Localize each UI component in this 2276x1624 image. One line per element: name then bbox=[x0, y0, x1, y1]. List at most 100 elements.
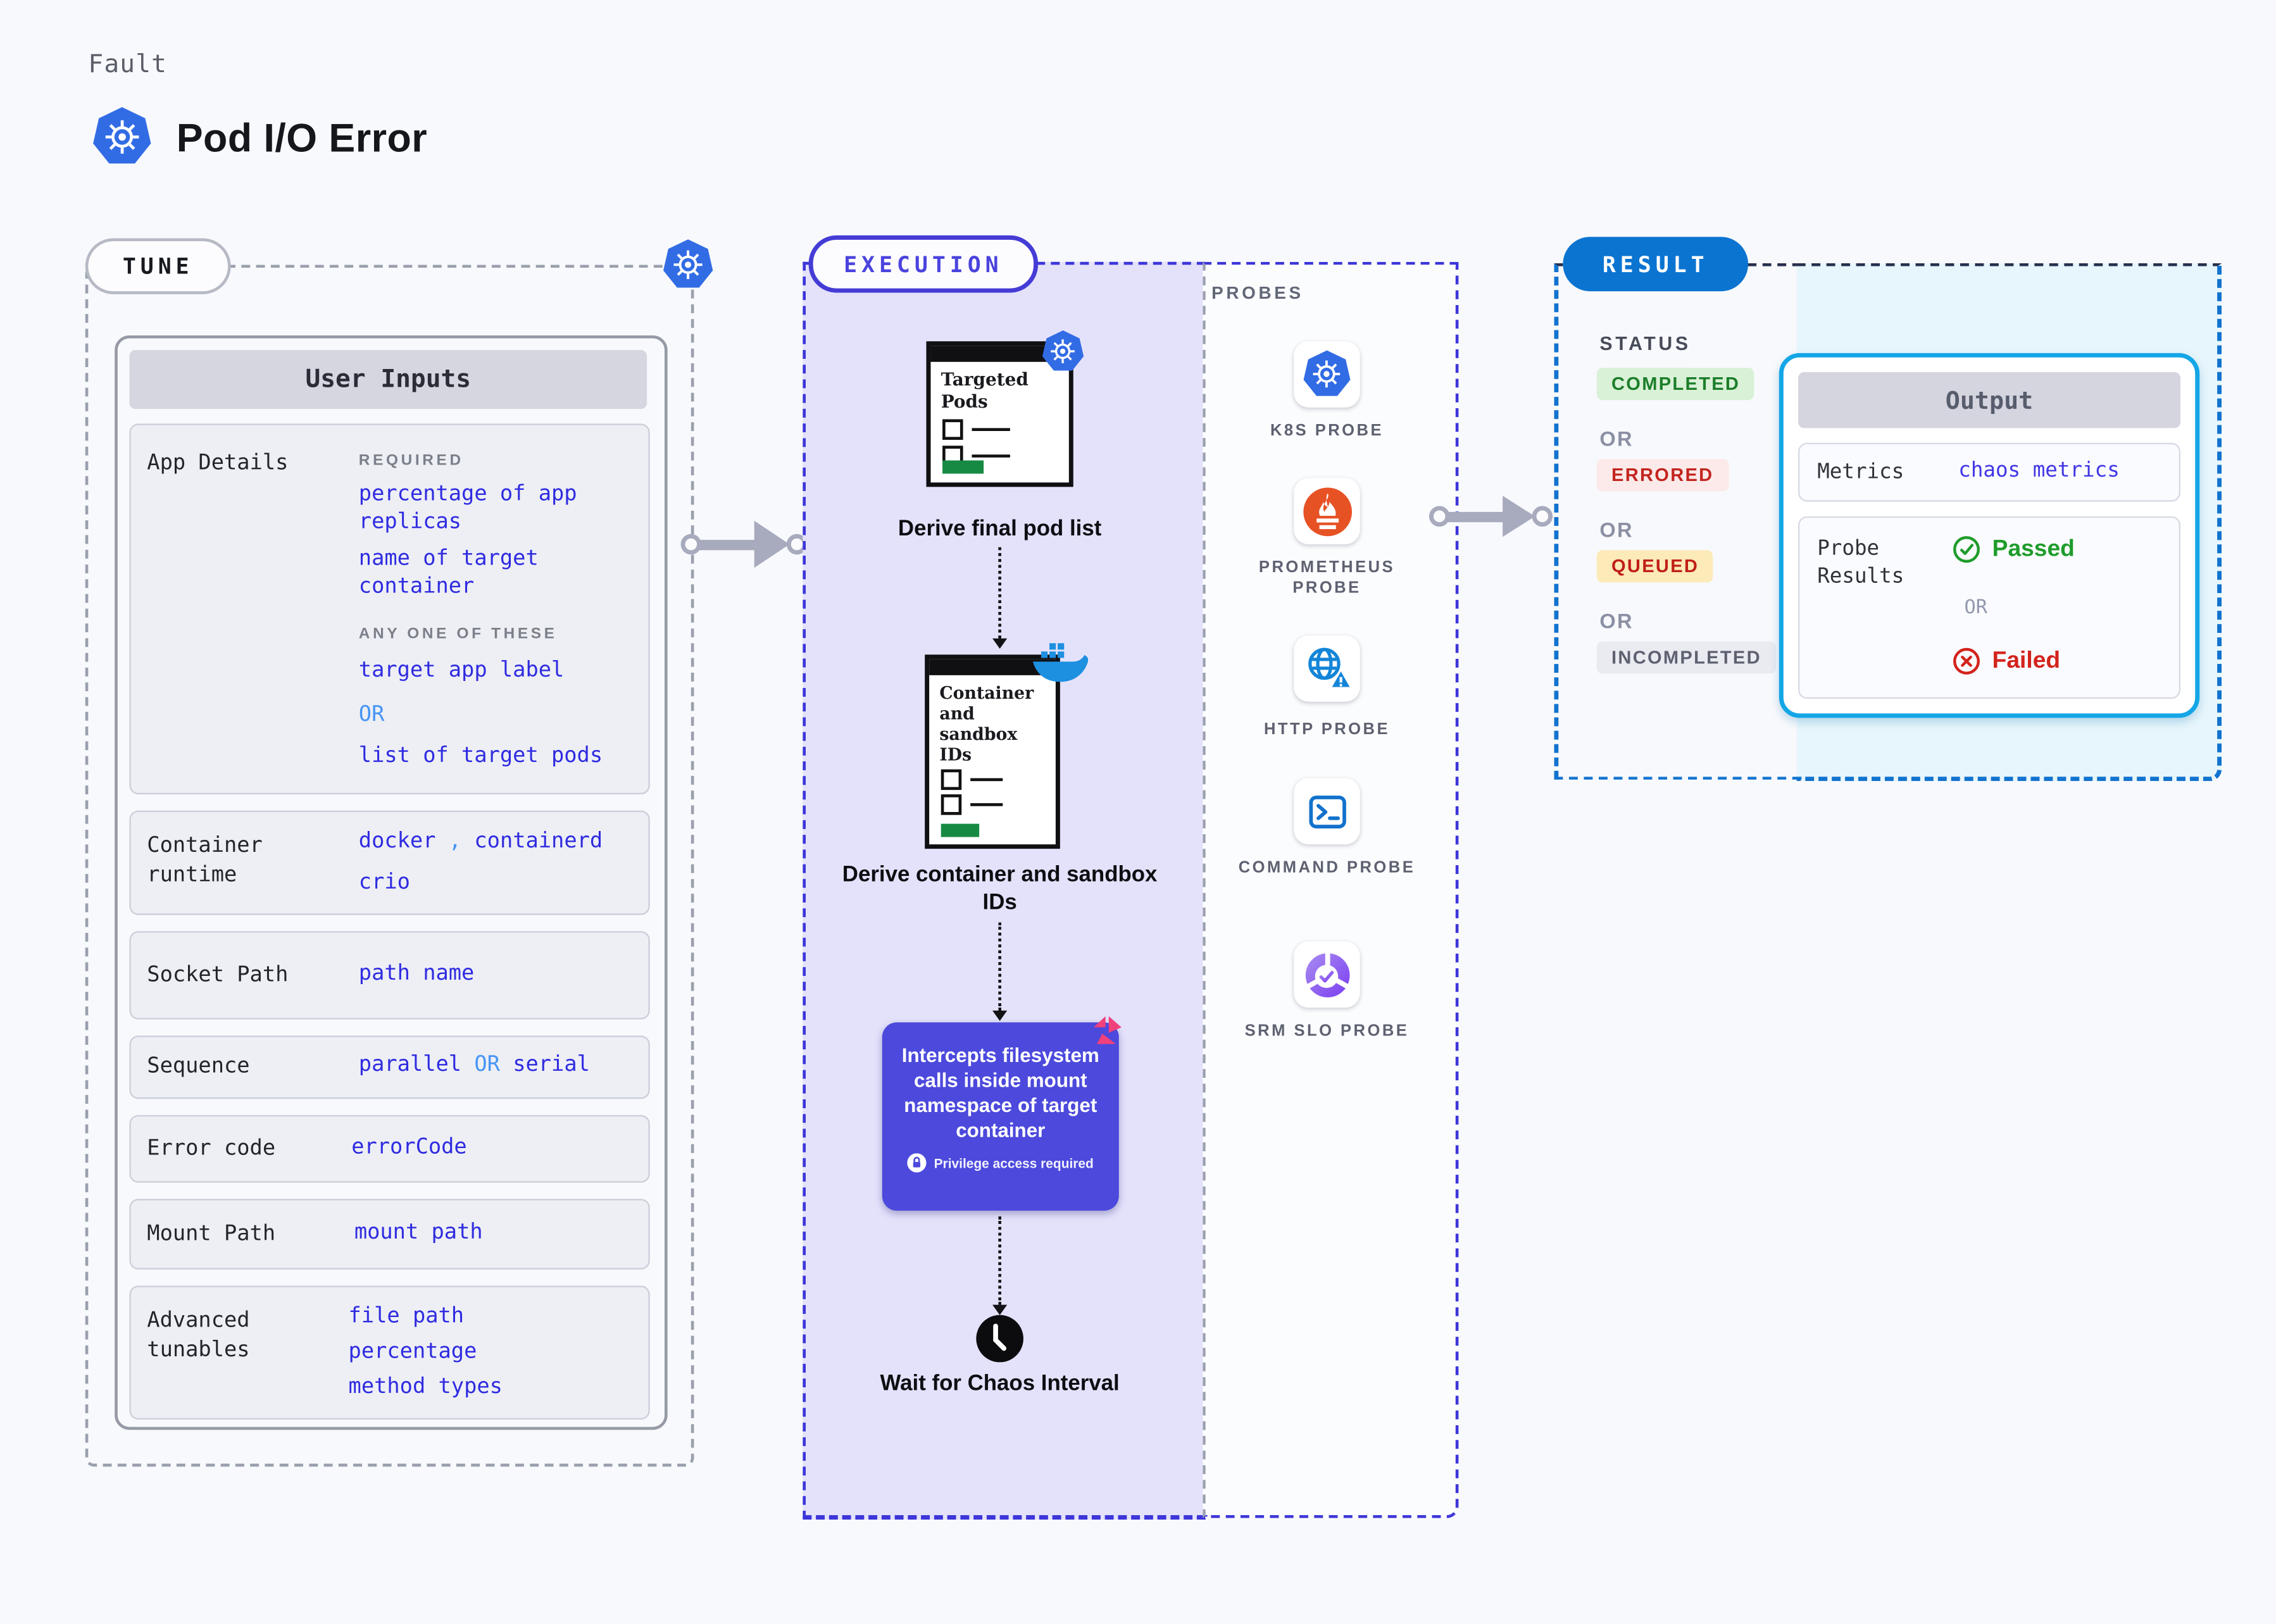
flow-connector-arrowhead bbox=[992, 1010, 1008, 1021]
badge-label: COMPLETED bbox=[1596, 368, 1755, 401]
sequence-values: parallel OR serial bbox=[359, 1052, 590, 1080]
probe-label: HTTP PROBE bbox=[1263, 720, 1391, 739]
flow-connector-arrowhead bbox=[992, 638, 1008, 649]
row-mount-path: Mount Path mount path bbox=[129, 1199, 650, 1270]
option-b: list of target pods bbox=[358, 744, 603, 768]
runtime-docker: docker bbox=[358, 829, 436, 854]
progress-bar bbox=[942, 460, 984, 474]
intercept-step-box: Intercepts filesystem calls inside mount… bbox=[882, 1022, 1119, 1211]
clipboard-title: Targeted Pods bbox=[941, 369, 1029, 412]
intercept-text: Intercepts filesystem calls inside mount… bbox=[901, 1044, 1099, 1142]
passed-result: Passed bbox=[1953, 535, 2075, 563]
targeted-pods-clipboard: Targeted Pods bbox=[926, 341, 1073, 487]
or-label: OR bbox=[358, 703, 385, 727]
runtime-values: docker , containerd bbox=[359, 828, 603, 856]
prometheus-probe-icon bbox=[1294, 478, 1360, 544]
result-pill: RESULT bbox=[1563, 237, 1749, 292]
arrow-head bbox=[1503, 496, 1535, 537]
kubernetes-badge-icon bbox=[1042, 330, 1084, 371]
status-caption: STATUS bbox=[1599, 332, 1691, 355]
kubernetes-icon bbox=[663, 239, 713, 288]
http-probe-icon bbox=[1294, 635, 1360, 702]
page-title: Pod I/O Error bbox=[176, 116, 428, 161]
badge-label: ERRORED bbox=[1596, 459, 1729, 492]
checkbox-row bbox=[941, 794, 1056, 815]
advanced-value: percentage bbox=[348, 1340, 477, 1364]
row-socket-path: Socket Path path name bbox=[129, 931, 650, 1020]
chaos-pink-icon bbox=[1088, 1011, 1126, 1049]
srm-slo-probe-icon bbox=[1294, 941, 1360, 1008]
tune-to-execution-arrow bbox=[680, 520, 808, 568]
flow-connector-arrowhead bbox=[992, 1304, 1008, 1315]
arrow-end-ring bbox=[1532, 506, 1553, 527]
clipboard-title: Container and sandbox IDs bbox=[939, 682, 1034, 765]
failed-label: Failed bbox=[1992, 647, 2061, 673]
step-caption-derive-pod-list: Derive final pod list bbox=[897, 516, 1102, 542]
output-header: Output bbox=[1798, 372, 2181, 428]
badge-label: INCOMPLETED bbox=[1596, 641, 1777, 674]
status-badge-errored: ERRORED bbox=[1596, 459, 1729, 492]
row-error-code: Error code errorCode bbox=[129, 1115, 650, 1183]
sequence-serial: serial bbox=[513, 1053, 590, 1077]
badge-label: QUEUED bbox=[1596, 550, 1714, 583]
probe-results-row: Probe Results Passed OR Failed bbox=[1798, 516, 2181, 699]
row-label: Advanced tunables bbox=[147, 1309, 250, 1363]
arrow-shaft bbox=[698, 539, 758, 550]
command-probe-icon bbox=[1294, 778, 1360, 845]
row-label: Mount Path bbox=[147, 1222, 276, 1246]
status-badge-queued: QUEUED bbox=[1596, 550, 1714, 583]
option-a: target app label bbox=[358, 659, 565, 683]
row-label: Socket Path bbox=[147, 963, 289, 987]
probe-label: COMMAND PROBE bbox=[1238, 859, 1416, 877]
row-label: Container runtime bbox=[147, 834, 263, 887]
tune-section bbox=[85, 265, 694, 1467]
any-one-caption: ANY ONE OF THESE bbox=[358, 625, 558, 643]
tune-pill: TUNE bbox=[85, 238, 231, 294]
row-label: App Details bbox=[147, 451, 289, 475]
execution-pill: EXECUTION bbox=[808, 235, 1039, 293]
status-badge-completed: COMPLETED bbox=[1596, 368, 1755, 401]
flow-connector bbox=[998, 547, 1001, 639]
probes-to-result-arrow bbox=[1429, 496, 1553, 537]
or-label: OR bbox=[1599, 518, 1634, 542]
runtime-containerd: containerd bbox=[474, 829, 603, 854]
row-sequence: Sequence parallel OR serial bbox=[129, 1035, 650, 1099]
checkbox-row bbox=[942, 419, 1069, 440]
passed-label: Passed bbox=[1992, 536, 2075, 561]
row-app-details: App Details REQUIRED percentage of app r… bbox=[129, 423, 650, 795]
row-label: Sequence bbox=[147, 1054, 250, 1078]
or-label: OR bbox=[474, 1053, 500, 1077]
metrics-label: Metrics bbox=[1817, 460, 1904, 484]
mount-path-value: mount path bbox=[354, 1221, 483, 1245]
status-badge-incompleted: INCOMPLETED bbox=[1596, 641, 1777, 674]
kubernetes-icon bbox=[93, 107, 151, 164]
metrics-row: Metrics chaos metrics bbox=[1798, 442, 2181, 502]
or-label: OR bbox=[1599, 609, 1634, 633]
probe-label: K8S PROBE bbox=[1270, 422, 1384, 440]
flow-connector bbox=[998, 1216, 1001, 1305]
required-caption: REQUIRED bbox=[358, 451, 464, 470]
checkbox-row bbox=[941, 769, 1056, 790]
runtime-crio: crio bbox=[358, 870, 410, 895]
flow-connector bbox=[998, 922, 1001, 1011]
row-container-runtime: Container runtime docker , containerd cr… bbox=[129, 810, 650, 915]
probes-section bbox=[1203, 261, 1459, 1518]
probe-label: SRM SLO PROBE bbox=[1244, 1022, 1410, 1040]
arrow-shaft bbox=[1446, 511, 1506, 522]
check-circle-icon bbox=[1953, 536, 1980, 563]
progress-bar bbox=[941, 823, 980, 837]
x-circle-icon bbox=[1953, 647, 1980, 675]
docker-badge-icon bbox=[1029, 641, 1089, 688]
or-label: OR bbox=[1964, 597, 1987, 620]
advanced-value: file path bbox=[348, 1304, 465, 1328]
sequence-parallel: parallel bbox=[358, 1053, 462, 1077]
probe-label: PROMETHEUS PROBE bbox=[1258, 559, 1396, 597]
step-caption-wait-interval: Wait for Chaos Interval bbox=[880, 1371, 1120, 1396]
or-label: OR bbox=[1599, 427, 1634, 451]
socket-path-value: path name bbox=[358, 962, 475, 986]
error-code-value: errorCode bbox=[351, 1135, 467, 1159]
probes-title: PROBES bbox=[1211, 282, 1304, 303]
required-value: name of target container bbox=[358, 547, 539, 599]
metrics-value: chaos metrics bbox=[1958, 459, 2120, 483]
